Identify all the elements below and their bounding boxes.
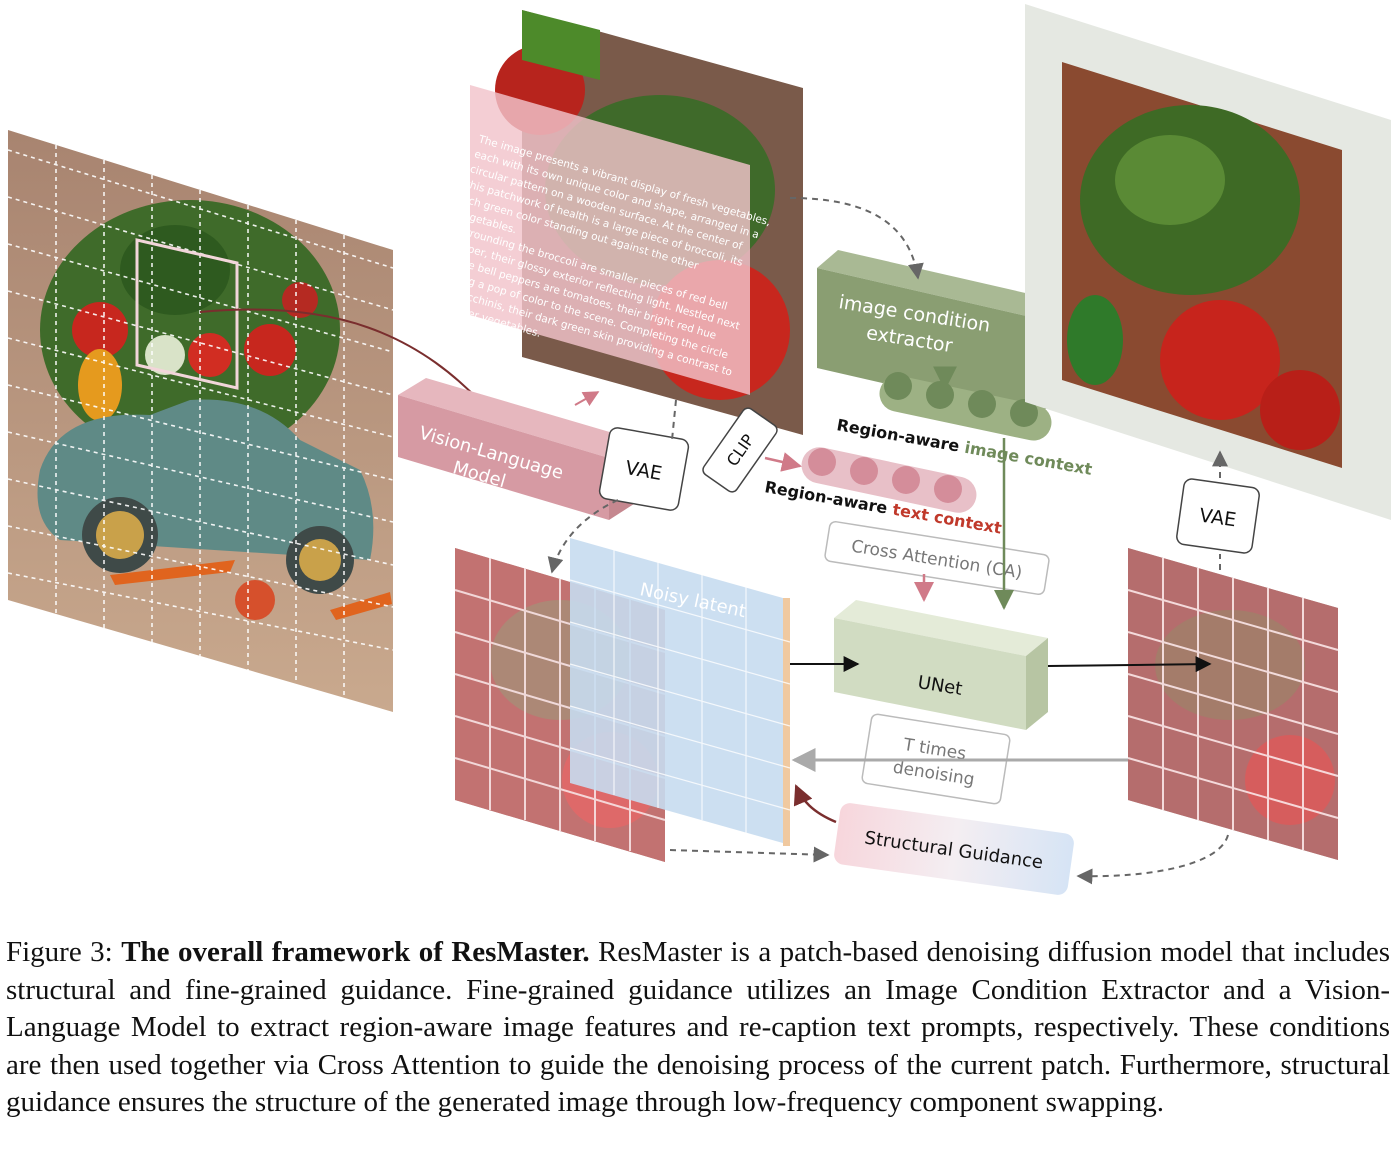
structural-guidance-arrow [793,784,837,824]
noisy-latent-panel: Noisy latent [569,538,791,846]
vae-to-latent-arrow [547,499,619,574]
vlm-to-caption-arrow [574,391,600,407]
structural-guidance-box: Structural Guidance [834,803,1074,895]
patch-to-vlm-arrow [199,308,497,420]
caption-body: ResMaster is a patch-based denoising dif… [6,936,1390,1119]
output-image-panel [1025,4,1391,520]
text-context-tokens: Region-aware text context [763,447,1004,538]
caption-figure-label: Figure 3: [6,936,122,968]
output-latent-to-sg-arrow [1076,834,1229,885]
vae-right-box: VAE [1176,478,1260,554]
unet-to-output-arrow [1047,656,1212,673]
unet-box: UNet [834,600,1048,730]
cross-attention-box: Cross Attention (CA) [824,520,1050,596]
input-image-panel [7,130,394,712]
output-latent-patch [1127,548,1339,860]
figure-caption: Figure 3: The overall framework of ResMa… [6,934,1390,1122]
clip-box: CLIP [702,407,778,493]
caption-bold-title: The overall framework of ResMaster. [121,936,590,968]
framework-diagram: The image presents a vibrant display of … [7,4,1391,895]
clip-to-text-tokens-arrow [764,452,802,472]
patch-to-vae-arrow [671,399,677,441]
vision-language-model-box: Vision-Language Model [398,378,637,520]
vae-right-label: VAE [1198,505,1238,532]
patch-to-extractor-arrow [789,197,924,280]
vae-left-box: VAE [598,427,690,511]
region-image-highlight: image context [963,438,1094,479]
input-latent-to-sg-arrow [669,846,830,863]
